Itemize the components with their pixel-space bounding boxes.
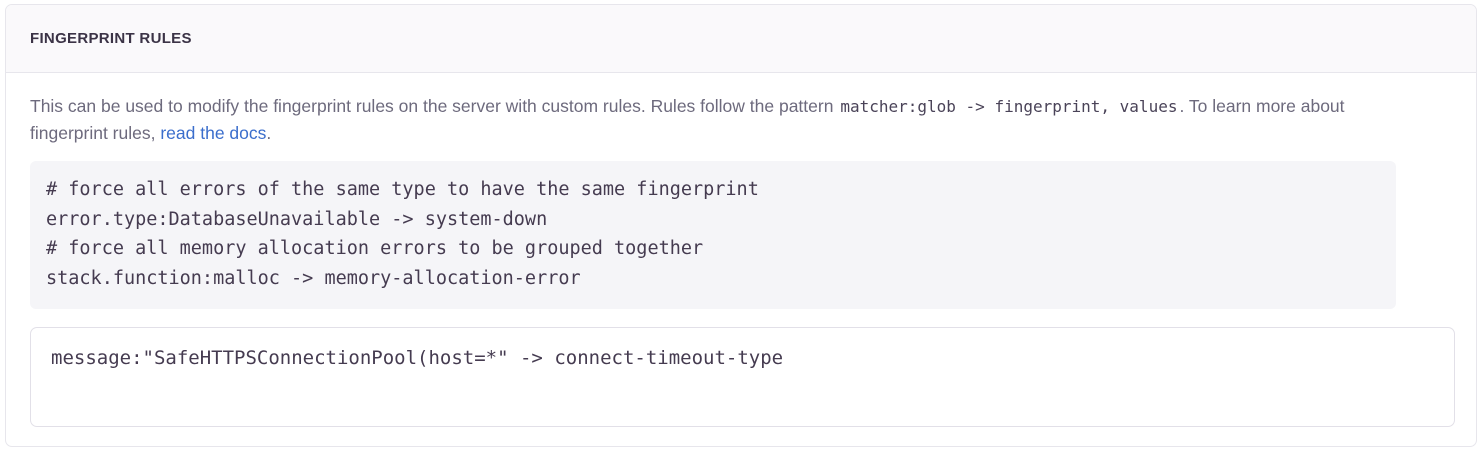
page-title: FINGERPRINT RULES <box>30 30 192 47</box>
help-text-part1: This can be used to modify the fingerpri… <box>30 96 839 116</box>
help-text: This can be used to modify the fingerpri… <box>30 93 1390 147</box>
help-text-part3: . <box>266 123 272 143</box>
fingerprint-rules-panel: FINGERPRINT RULES This can be used to mo… <box>5 4 1477 447</box>
inline-code-pattern: matcher:glob -> fingerprint, values <box>840 97 1178 116</box>
panel-header: FINGERPRINT RULES <box>6 5 1476 73</box>
fingerprint-rules-input[interactable] <box>30 327 1455 427</box>
example-rules-code-block: # force all errors of the same type to h… <box>30 161 1396 309</box>
panel-body: This can be used to modify the fingerpri… <box>6 73 1476 427</box>
help-text-part2: . To learn more about fingerprint rules, <box>30 96 1345 143</box>
read-the-docs-link[interactable]: read the docs <box>160 123 267 143</box>
